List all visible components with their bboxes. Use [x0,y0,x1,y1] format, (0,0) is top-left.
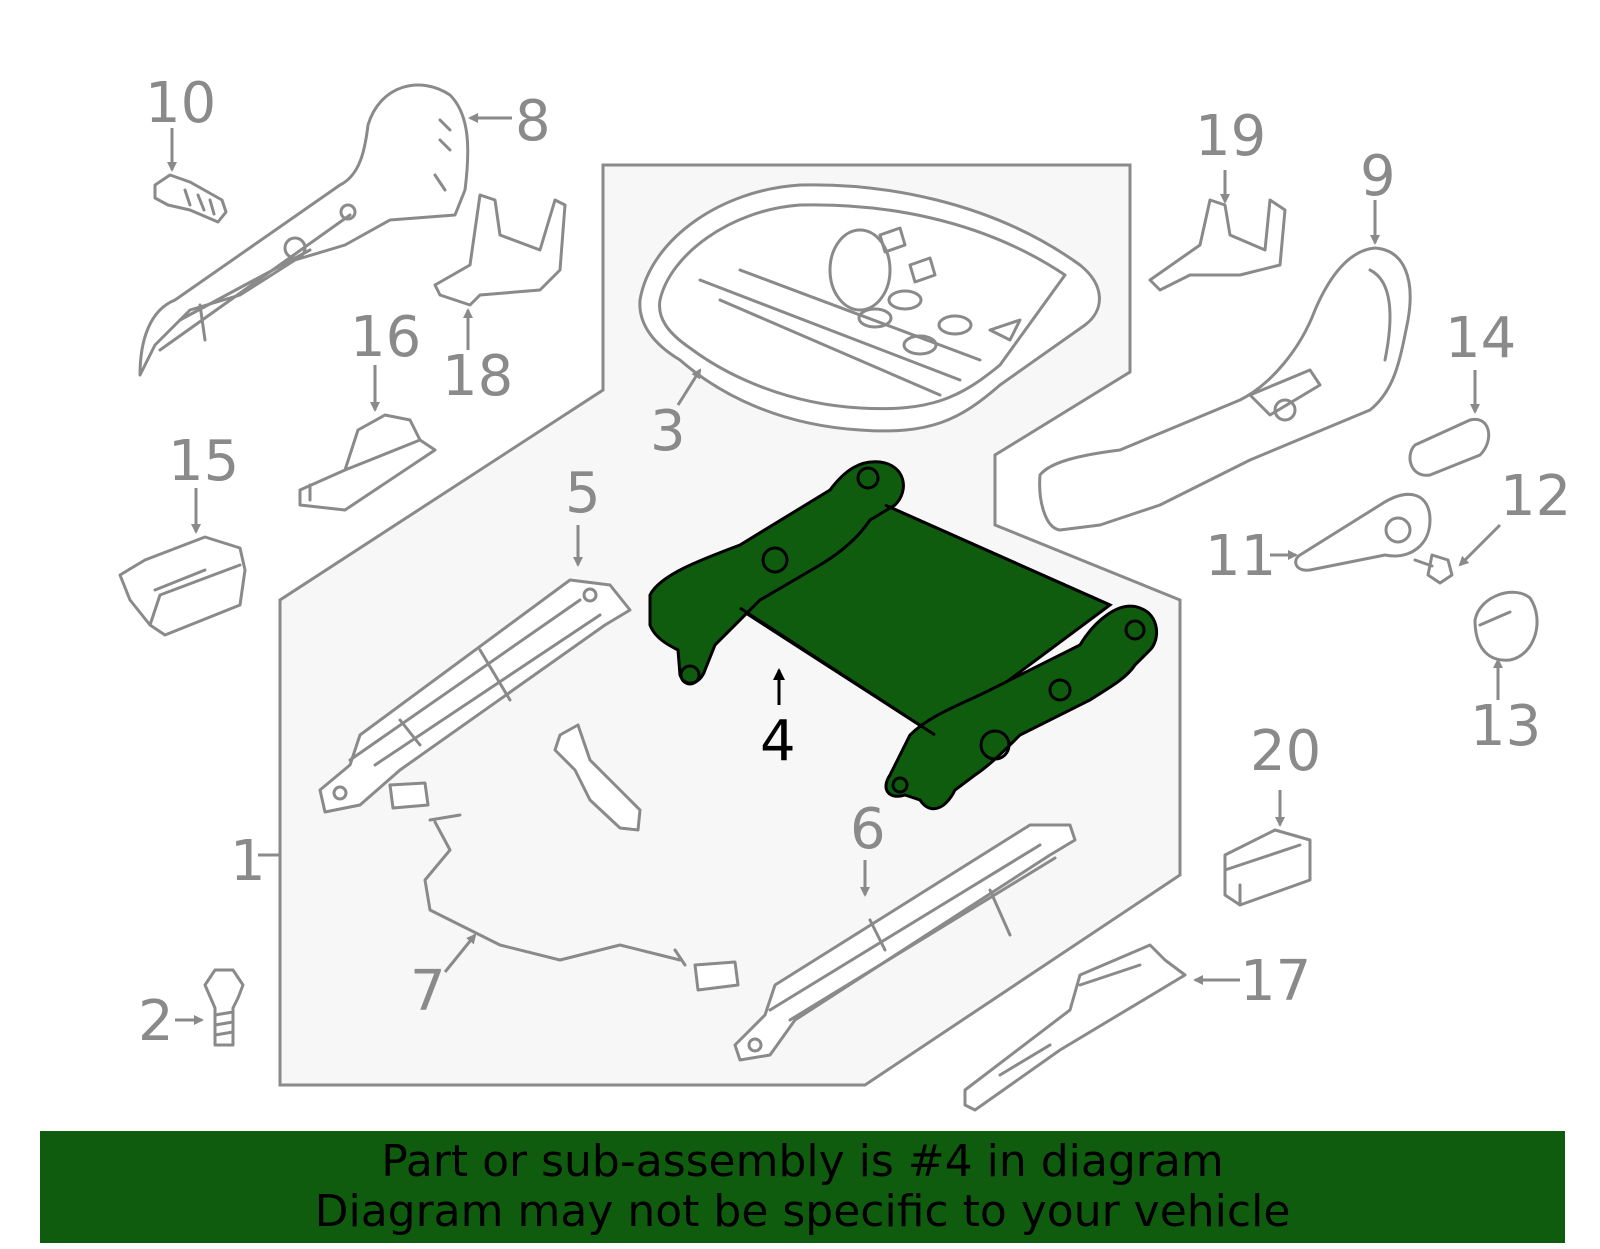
clip-part [388,781,430,810]
callout-19: 19 [1195,104,1266,169]
callout-16: 16 [350,305,421,370]
part-4-seat-frame [648,460,1159,811]
part-10-bolt [153,173,228,224]
part-3-seat-pan [638,183,1101,433]
banner-line-2: Diagram may not be specific to your vehi… [314,1186,1291,1237]
part-7-rod [423,820,682,962]
callout-3: 3 [650,399,686,464]
callout-9: 9 [1360,144,1396,209]
callout-12: 12 [1500,464,1571,529]
part-5-seat-track [318,578,632,814]
bracket-part [553,723,642,832]
callout-6: 6 [850,797,886,862]
callout-1: 1 [230,829,266,894]
part-20-clip [1223,828,1312,907]
callout-8: 8 [515,89,551,154]
part-13-cap [1473,590,1539,662]
part-11-handle [1294,492,1432,572]
callout-15: 15 [168,429,239,494]
part-8-side-shield [138,83,470,377]
callout-20: 20 [1250,719,1321,784]
part-17-rail-cover [963,943,1187,1112]
part-18-bracket [433,193,567,307]
callout-14: 14 [1445,306,1516,371]
info-banner: Part or sub-assembly is #4 in diagram Di… [40,1131,1565,1243]
part-12-screw [1413,553,1454,585]
part-6-seat-track [733,823,1077,1062]
part-15-trim-cover [118,535,247,637]
part-14-knob-cover [1408,417,1491,477]
part-16-cover [298,413,437,512]
callout-11: 11 [1205,524,1276,589]
clip-part [693,960,740,992]
callout-5: 5 [565,461,601,526]
callout-10: 10 [145,71,216,136]
callout-2: 2 [138,989,174,1054]
part-9-side-shield [1038,246,1412,532]
callout-4: 4 [760,709,796,774]
callout-17: 17 [1240,949,1311,1014]
callout-18: 18 [442,344,513,409]
banner-line-1: Part or sub-assembly is #4 in diagram [381,1136,1224,1187]
callout-7: 7 [410,959,446,1024]
part-19-bracket [1148,198,1287,292]
callout-13: 13 [1470,694,1541,759]
part-2-bolt [203,968,245,1047]
